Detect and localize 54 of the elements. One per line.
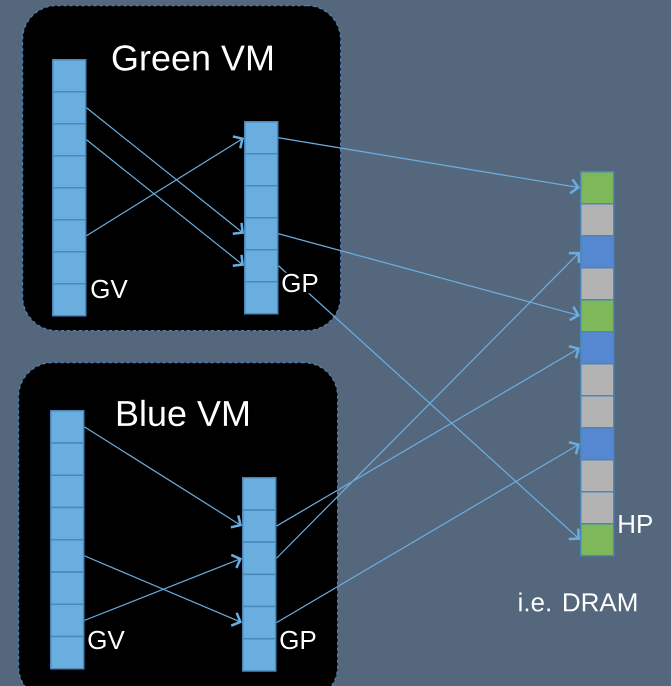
memory-cell — [580, 299, 614, 332]
memory-cell — [52, 219, 86, 252]
column-label: GV — [89, 278, 129, 300]
memory-cell — [52, 91, 86, 124]
memory-cell — [50, 539, 84, 573]
memory-cell — [244, 153, 278, 186]
arrow — [278, 233, 580, 322]
arrow — [84, 426, 242, 529]
memory-cell — [50, 442, 84, 476]
column-label: GV — [86, 630, 126, 650]
memory-cell — [580, 363, 614, 396]
memory-cell — [580, 523, 614, 556]
memory-cell — [580, 427, 614, 460]
memory-cell — [242, 477, 276, 511]
arrow — [86, 107, 244, 235]
memory-cell — [244, 217, 278, 250]
memory-cell — [50, 410, 84, 444]
memory-cell — [244, 281, 278, 314]
column-label: GP — [278, 630, 318, 650]
memory-cell — [242, 638, 276, 672]
memory-cell — [244, 121, 278, 154]
arrow — [276, 344, 580, 527]
arrow — [86, 135, 244, 236]
memory-cell — [242, 606, 276, 640]
memory-cell — [580, 203, 614, 236]
column-label: i.e. DRAM — [519, 592, 636, 612]
memory-cell — [52, 283, 86, 316]
memory-cell — [580, 331, 614, 364]
memory-cell — [242, 574, 276, 608]
memory-cell — [242, 541, 276, 576]
memory-cell — [580, 491, 614, 524]
memory-cell — [580, 395, 614, 428]
arrow — [278, 137, 580, 194]
column-label: GP — [280, 272, 320, 294]
memory-cell — [50, 604, 84, 638]
memory-cell — [50, 636, 84, 670]
memory-cell — [50, 474, 84, 508]
memory-cell — [244, 249, 278, 282]
memory-cell — [580, 171, 614, 204]
memory-cell — [580, 235, 614, 268]
memory-cell — [52, 155, 86, 188]
column-label: HP — [619, 515, 652, 533]
memory-cell — [242, 509, 276, 543]
memory-cell — [244, 185, 278, 218]
arrow — [86, 139, 244, 267]
memory-cell — [52, 187, 86, 220]
memory-cell — [52, 123, 86, 156]
memory-cell — [580, 267, 614, 300]
arrow — [276, 440, 580, 624]
memory-cell — [52, 59, 86, 92]
memory-cell — [52, 251, 86, 284]
memory-cell — [50, 571, 84, 605]
memory-cell — [50, 506, 84, 540]
memory-cell — [580, 459, 614, 492]
